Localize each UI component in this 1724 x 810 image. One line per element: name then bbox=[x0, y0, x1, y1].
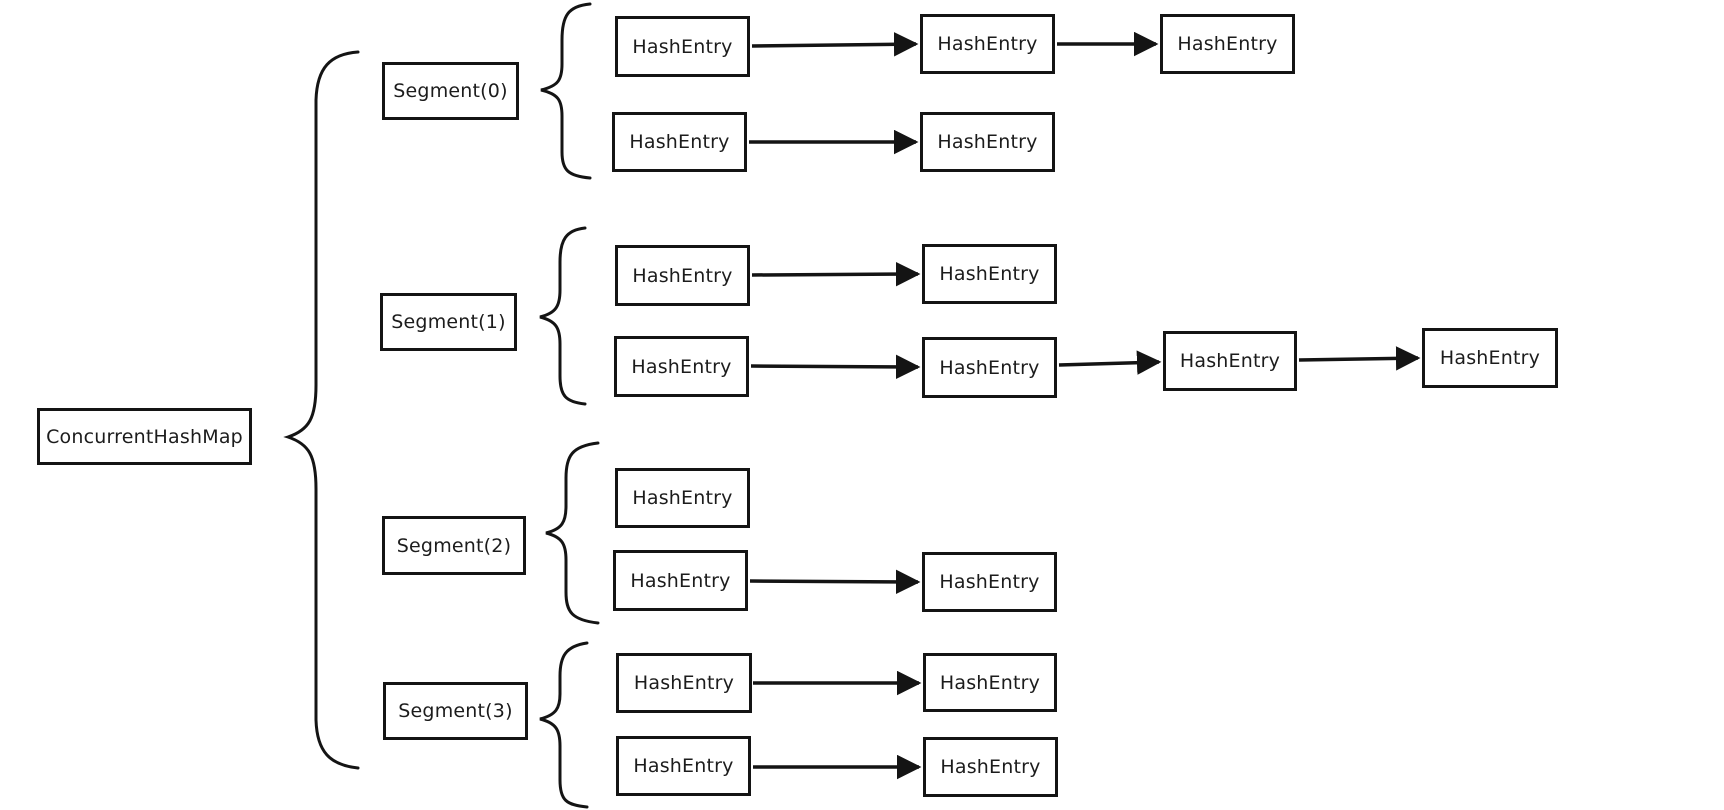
segment-node-1: Segment(1) bbox=[380, 293, 517, 351]
hash-entry-node: HashEntry bbox=[615, 468, 750, 528]
arrow bbox=[749, 569, 921, 595]
arrow bbox=[751, 32, 919, 57]
brace-segment-0 bbox=[540, 2, 592, 180]
arrow bbox=[750, 354, 921, 380]
segment-node-3: Segment(3) bbox=[383, 682, 528, 740]
hash-entry-node: HashEntry bbox=[923, 653, 1057, 712]
brace-root-to-segments bbox=[283, 50, 360, 770]
hash-entry-node: HashEntry bbox=[612, 112, 747, 172]
hash-entry-node: HashEntry bbox=[922, 337, 1057, 398]
hash-entry-node: HashEntry bbox=[922, 552, 1057, 612]
hash-entry-node: HashEntry bbox=[922, 244, 1057, 304]
root-node: ConcurrentHashMap bbox=[37, 408, 252, 465]
hash-entry-node: HashEntry bbox=[613, 550, 748, 611]
segment-node-2: Segment(2) bbox=[382, 516, 526, 575]
hash-entry-node: HashEntry bbox=[920, 112, 1055, 172]
hash-entry-node: HashEntry bbox=[614, 336, 749, 397]
hash-entry-node: HashEntry bbox=[1160, 14, 1295, 74]
arrow bbox=[1058, 350, 1162, 375]
brace-segment-3 bbox=[539, 641, 589, 809]
hash-entry-node: HashEntry bbox=[1422, 328, 1558, 388]
brace-segment-2 bbox=[545, 441, 600, 625]
arrow bbox=[1298, 346, 1421, 371]
arrow bbox=[751, 261, 921, 287]
hash-entry-node: HashEntry bbox=[615, 245, 750, 306]
segment-node-0: Segment(0) bbox=[382, 62, 519, 120]
brace-segment-1 bbox=[539, 226, 587, 406]
hash-entry-node: HashEntry bbox=[616, 653, 752, 713]
hash-entry-node: HashEntry bbox=[616, 736, 751, 796]
hash-entry-node: HashEntry bbox=[615, 16, 750, 77]
hash-entry-node: HashEntry bbox=[1163, 331, 1297, 391]
hash-entry-node: HashEntry bbox=[920, 14, 1055, 74]
hash-entry-node: HashEntry bbox=[923, 737, 1058, 797]
